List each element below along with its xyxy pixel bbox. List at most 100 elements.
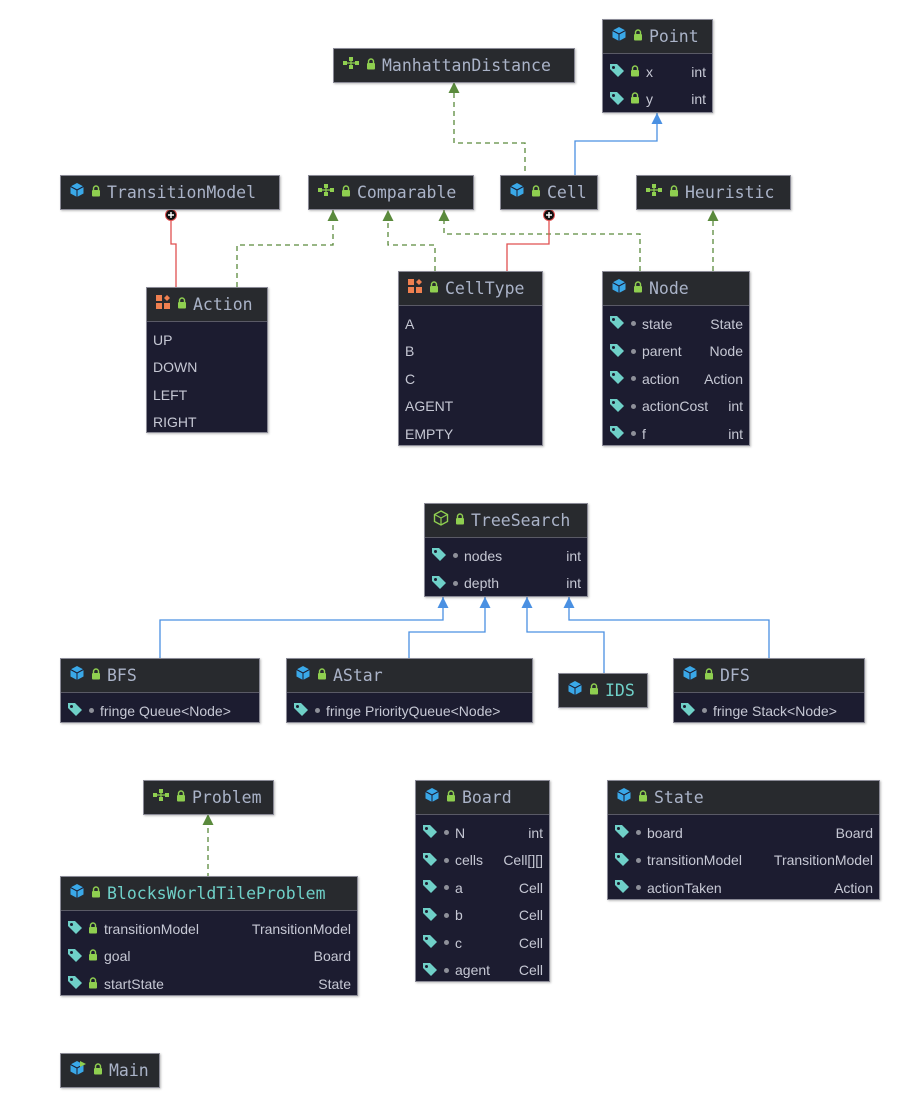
interface-problem[interactable]: Problem: [143, 780, 274, 815]
class-ids[interactable]: IDS: [558, 673, 648, 708]
lock-icon: [366, 57, 376, 75]
interface-icon: [317, 183, 335, 202]
enum-constant[interactable]: RIGHT: [153, 414, 197, 431]
enum-constant[interactable]: DOWN: [153, 359, 198, 376]
class-header: Point: [603, 20, 712, 54]
class-header: State: [608, 781, 879, 815]
field-tag-icon: [609, 315, 625, 332]
class-name: Point: [649, 27, 699, 46]
enum-constant[interactable]: EMPTY: [405, 425, 454, 442]
class-icon: [69, 182, 85, 203]
class-icon: [567, 680, 583, 701]
edge-celltype-comparable: [382, 210, 436, 271]
field-type: State: [710, 315, 743, 332]
field-name: fringe: [100, 702, 136, 719]
field-tag-icon: [422, 962, 438, 979]
lock-icon: [317, 667, 327, 685]
class-name: Node: [649, 279, 689, 298]
enum-constant[interactable]: A: [405, 315, 415, 332]
class-icon: [295, 665, 311, 686]
field-tag-icon: [422, 879, 438, 896]
field-name: a: [455, 879, 463, 896]
field-name: action: [642, 370, 680, 387]
enum-constant[interactable]: AGENT: [405, 398, 454, 415]
edge-cell-point: [574, 113, 663, 180]
lock-icon: [633, 280, 643, 298]
field-tag-icon: [609, 425, 625, 442]
class-name: Comparable: [357, 183, 457, 202]
package-private-dot: [315, 708, 320, 714]
package-private-dot: [453, 553, 458, 559]
class-header: Comparable: [309, 176, 473, 209]
field-name: c: [455, 934, 462, 951]
class-name: ManhattanDistance: [382, 56, 551, 75]
field-name: transitionModel: [104, 920, 199, 937]
enum-constant[interactable]: B: [405, 343, 415, 360]
enum-constant[interactable]: LEFT: [153, 386, 188, 403]
lock-icon: [531, 184, 541, 202]
field-row[interactable]: y int: [603, 86, 712, 114]
lock-icon: [91, 667, 101, 685]
field-type: Queue<Node>: [139, 702, 231, 719]
class-header: Main: [61, 1054, 159, 1087]
inner-class-marker-transitionmodel: [165, 209, 177, 221]
enum-celltype[interactable]: CellType A B C AGENT EMPTY: [398, 271, 543, 446]
field-type: Board: [313, 948, 351, 965]
enum-constant[interactable]: C: [405, 370, 416, 387]
enum-action[interactable]: Action UP DOWN LEFT RIGHT: [146, 287, 268, 433]
class-point[interactable]: Point x int y int: [602, 19, 713, 113]
class-main[interactable]: Main: [60, 1053, 160, 1088]
class-name: TransitionModel: [107, 183, 257, 202]
interface-manhattandistance[interactable]: ManhattanDistance: [333, 48, 575, 83]
interface-comparable[interactable]: Comparable: [308, 175, 474, 210]
lock-icon: [669, 184, 679, 202]
field-row[interactable]: c Cell: [416, 929, 549, 957]
field-tag-icon: [431, 547, 447, 564]
package-private-dot: [444, 857, 449, 863]
field-type: Cell: [518, 934, 543, 951]
field-type: TransitionModel: [773, 852, 873, 869]
field-tag-icon: [422, 824, 438, 841]
class-transitionmodel[interactable]: TransitionModel: [60, 175, 280, 210]
enum-constant[interactable]: UP: [153, 331, 173, 348]
interface-heuristic[interactable]: Heuristic: [636, 175, 791, 210]
class-icon: [616, 787, 632, 808]
package-private-dot: [636, 885, 641, 891]
class-header: BFS: [61, 659, 259, 693]
field-row[interactable]: x int: [603, 58, 712, 86]
class-cell[interactable]: Cell: [500, 175, 598, 210]
lock-icon: [176, 789, 186, 807]
class-name: Problem: [192, 788, 262, 807]
field-name: actionTaken: [647, 879, 722, 896]
field-tag-icon: [609, 398, 625, 415]
